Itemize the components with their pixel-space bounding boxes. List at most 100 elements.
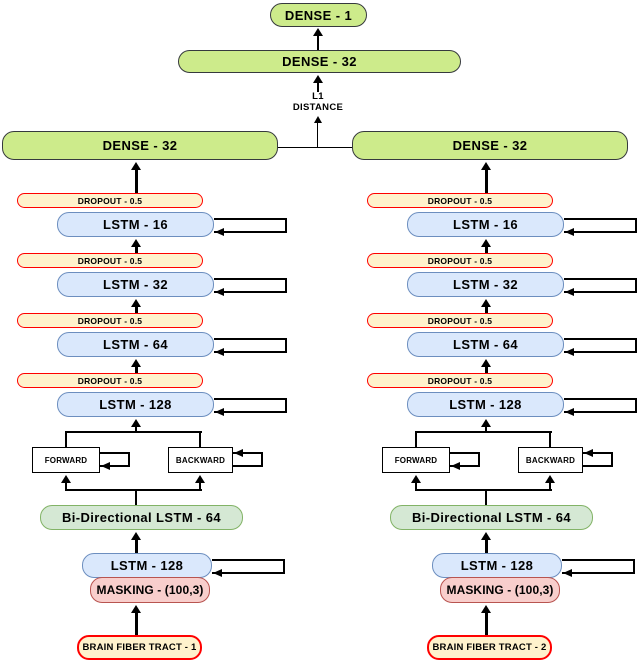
arrowhead	[215, 288, 224, 296]
fork-line	[65, 431, 67, 447]
flow-arrow	[485, 169, 488, 193]
forward-box: FORWARD	[382, 447, 450, 473]
fork-line	[415, 489, 552, 491]
backward-box: BACKWARD	[518, 447, 583, 473]
flow-arrow	[135, 366, 138, 373]
arrowhead	[565, 408, 574, 416]
lstm-128-input-box: LSTM - 128	[432, 553, 562, 578]
arrowhead	[313, 28, 323, 36]
fork-line	[135, 489, 137, 506]
arrowhead	[131, 359, 141, 367]
merge-dense-box: DENSE - 32	[178, 50, 461, 73]
lstm-box-16: LSTM - 16	[407, 212, 564, 237]
dropout-box-1: DROPOUT - 0.5	[17, 193, 203, 208]
fork-line	[415, 431, 417, 447]
recurrent-loop	[564, 278, 637, 293]
brain-fiber-tract-input-box: BRAIN FIBER TRACT - 1	[77, 635, 202, 660]
recurrent-loop	[583, 452, 613, 467]
arrowhead	[481, 162, 491, 170]
arrowhead	[545, 475, 555, 483]
flow-arrow	[135, 306, 138, 313]
arrowhead	[481, 605, 491, 613]
lstm-128-input-box: LSTM - 128	[82, 553, 212, 578]
arrowhead	[131, 419, 141, 427]
forward-box: FORWARD	[32, 447, 100, 473]
arrowhead	[313, 75, 323, 83]
arrowhead	[215, 348, 224, 356]
dropout-box-3: DROPOUT - 0.5	[17, 313, 203, 328]
fork-line	[65, 489, 202, 491]
lstm-box-128: LSTM - 128	[57, 392, 214, 417]
arrowhead	[215, 408, 224, 416]
fork-line	[199, 482, 201, 490]
flow-arrow	[485, 366, 488, 373]
flow-arrow	[485, 612, 488, 635]
arrowhead	[481, 359, 491, 367]
dropout-box-2: DROPOUT - 0.5	[367, 253, 553, 268]
flow-arrow	[135, 539, 138, 554]
flow-arrow	[135, 169, 138, 193]
connector-between-branches	[278, 147, 352, 148]
flow-arrow	[135, 246, 138, 253]
arrowhead	[131, 605, 141, 613]
dense-box: DENSE - 32	[2, 131, 278, 160]
recurrent-loop	[212, 559, 285, 574]
arrowhead	[61, 475, 71, 483]
recurrent-loop	[214, 218, 287, 233]
fork-line	[549, 482, 551, 490]
lstm-box-16: LSTM - 16	[57, 212, 214, 237]
output-dense-box: DENSE - 1	[270, 3, 367, 27]
arrowhead	[481, 239, 491, 247]
arrowhead	[131, 532, 141, 540]
fork-line	[65, 431, 202, 433]
arrowhead	[314, 116, 322, 123]
recurrent-loop	[233, 452, 263, 467]
l1-distance-line1: L1	[312, 91, 324, 102]
dropout-box-1: DROPOUT - 0.5	[367, 193, 553, 208]
arrowhead	[131, 239, 141, 247]
dropout-box-4: DROPOUT - 0.5	[17, 373, 203, 388]
arrowhead	[131, 162, 141, 170]
arrowhead	[481, 419, 491, 427]
lstm-box-32: LSTM - 32	[407, 272, 564, 297]
fork-line	[415, 482, 417, 490]
arrowhead	[234, 449, 243, 457]
fork-line	[199, 431, 201, 447]
fork-line	[135, 426, 137, 433]
arrowhead	[563, 569, 572, 577]
recurrent-loop	[564, 398, 637, 413]
bidirectional-lstm-box: Bi-Directional LSTM - 64	[390, 505, 593, 530]
fork-line	[415, 431, 552, 433]
arrowhead	[131, 299, 141, 307]
bidirectional-lstm-box: Bi-Directional LSTM - 64	[40, 505, 243, 530]
flow-arrow	[485, 539, 488, 554]
backward-box: BACKWARD	[168, 447, 233, 473]
recurrent-loop	[100, 452, 130, 467]
recurrent-loop	[214, 278, 287, 293]
l1-distance-line2: DISTANCE	[292, 101, 344, 113]
fork-line	[65, 482, 67, 490]
recurrent-loop	[450, 452, 480, 467]
flow-arrow-distance-to-merge	[317, 82, 319, 92]
masking-box: MASKING - (100,3)	[90, 577, 210, 603]
arrowhead	[195, 475, 205, 483]
dense-box: DENSE - 32	[352, 131, 628, 160]
arrowhead	[101, 462, 110, 470]
recurrent-loop	[214, 338, 287, 353]
lstm-box-64: LSTM - 64	[57, 332, 214, 357]
flow-arrow	[485, 306, 488, 313]
fork-line	[549, 431, 551, 447]
branch-1: DENSE - 32 DROPOUT - 0.5 LSTM - 16 DROPO…	[2, 0, 288, 662]
arrowhead	[451, 462, 460, 470]
flow-arrow	[485, 246, 488, 253]
dropout-box-3: DROPOUT - 0.5	[367, 313, 553, 328]
arrowhead	[565, 288, 574, 296]
lstm-box-128: LSTM - 128	[407, 392, 564, 417]
recurrent-loop	[562, 559, 635, 574]
arrowhead	[565, 228, 574, 236]
dropout-box-2: DROPOUT - 0.5	[17, 253, 203, 268]
arrowhead	[411, 475, 421, 483]
arrowhead	[584, 449, 593, 457]
fork-line	[485, 426, 487, 433]
